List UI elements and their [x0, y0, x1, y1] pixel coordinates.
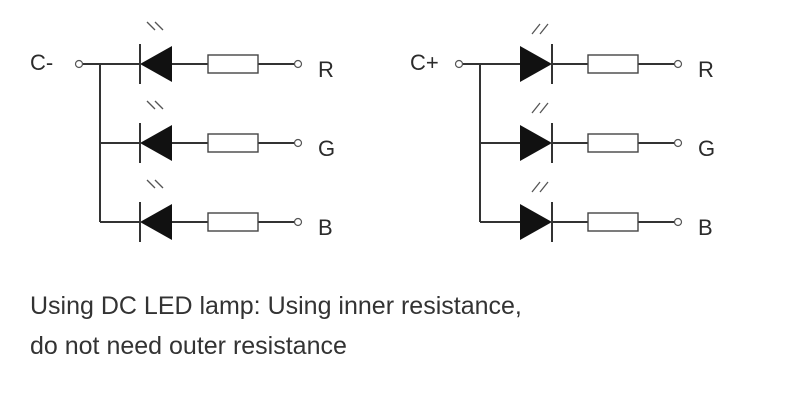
diagram-caption: Using DC LED lamp: Using inner resistanc…	[30, 286, 522, 366]
channel-label-g: G	[698, 136, 715, 161]
channel-row-r: R	[520, 23, 714, 84]
channel-row-b: B	[139, 179, 333, 242]
led-diode-icon	[520, 46, 552, 82]
common-terminal	[454, 59, 464, 69]
light-emission-icon	[531, 181, 549, 193]
led-diode-icon	[140, 125, 172, 161]
channel-label-b: B	[318, 215, 333, 240]
resistor-icon	[207, 54, 259, 74]
channel-label-r: R	[698, 57, 714, 82]
common-label-c-plus: C+	[410, 50, 439, 75]
common-terminal	[74, 59, 84, 69]
channel-row-g: G	[139, 100, 335, 163]
resistor-icon	[207, 133, 259, 153]
circuit-common-anode: C+ R G	[410, 23, 715, 242]
caption-line-1: Using DC LED lamp: Using inner resistanc…	[30, 292, 522, 320]
resistor-icon	[587, 54, 639, 74]
led-diode-icon	[140, 204, 172, 240]
resistor-icon	[207, 212, 259, 232]
common-label-c-minus: C-	[30, 50, 53, 75]
channel-row-g: G	[520, 102, 715, 163]
light-emission-icon	[146, 21, 164, 31]
led-diode-icon	[520, 125, 552, 161]
channel-label-g: G	[318, 136, 335, 161]
light-emission-icon	[146, 179, 164, 189]
channel-label-b: B	[698, 215, 713, 240]
channel-row-r: R	[139, 21, 334, 84]
resistor-icon	[587, 133, 639, 153]
led-diode-icon	[140, 46, 172, 82]
light-emission-icon	[531, 102, 549, 114]
led-diode-icon	[520, 204, 552, 240]
light-emission-icon	[146, 100, 164, 110]
channel-label-r: R	[318, 57, 334, 82]
channel-row-b: B	[520, 181, 713, 242]
resistor-icon	[587, 212, 639, 232]
caption-line-2: do not need outer resistance	[30, 332, 347, 360]
light-emission-icon	[531, 23, 549, 35]
circuit-common-cathode: C- R G	[30, 21, 335, 242]
